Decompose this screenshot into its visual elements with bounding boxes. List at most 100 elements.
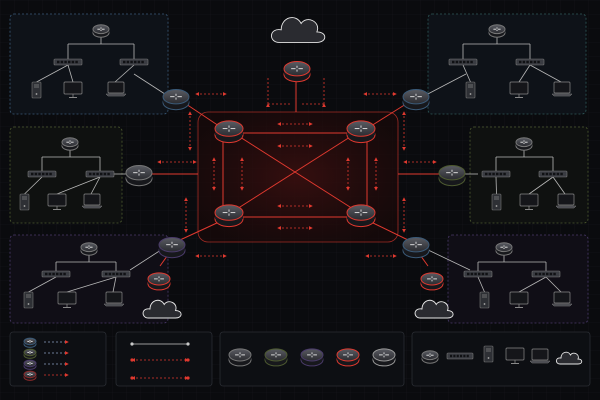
edge-router-top-right[interactable] xyxy=(402,89,430,111)
legend-router-variant-0[interactable] xyxy=(228,348,252,367)
edge-router-mid-left[interactable] xyxy=(125,165,153,187)
nodes-layer xyxy=(19,17,577,319)
core-router-bottom-right[interactable] xyxy=(346,204,376,228)
site-top-right-server-icon-0[interactable] xyxy=(465,81,476,99)
legend-router-variant-3[interactable] xyxy=(336,348,360,367)
site-panel-top-left xyxy=(9,13,169,115)
site-mid-left-router-icon[interactable] xyxy=(61,137,79,151)
site-mid-right-switch-left[interactable] xyxy=(481,170,511,178)
site-top-left-switch-right[interactable] xyxy=(119,58,149,66)
site-tr-edge-link xyxy=(423,73,467,97)
legend-cloud-icon[interactable] xyxy=(555,351,583,365)
site-mid-right-monitor-icon-1[interactable] xyxy=(519,193,539,210)
core-router-top-left[interactable] xyxy=(214,120,244,144)
site-top-right-laptop-icon-2[interactable] xyxy=(551,81,573,97)
core-link-diag-2 xyxy=(228,129,362,215)
site-bottom-right-laptop-icon-2[interactable] xyxy=(551,291,573,307)
site-panel-bottom-right xyxy=(447,234,589,324)
site-mid-right-router-icon[interactable] xyxy=(515,137,533,151)
site-mid-right-server-icon-0[interactable] xyxy=(491,193,502,211)
edge-router-bottom-left[interactable] xyxy=(158,237,186,259)
edge-router-top-left[interactable] xyxy=(162,89,190,111)
site-tl-edge-link xyxy=(133,73,169,97)
site-top-right-monitor-icon-1[interactable] xyxy=(509,81,529,98)
site-top-right-device-link-1 xyxy=(518,64,531,83)
site-mid-left-monitor-icon-1[interactable] xyxy=(47,193,67,210)
site-bottom-right-server-icon-0[interactable] xyxy=(479,291,490,309)
legend-router-variant-1[interactable] xyxy=(264,348,288,367)
site-top-right-device-link-0 xyxy=(462,64,471,83)
site-top-right-router-icon[interactable] xyxy=(488,24,506,38)
cloud-bottom-left-icon[interactable] xyxy=(142,299,182,319)
site-top-right-switch-left[interactable] xyxy=(448,58,478,66)
legend-dot xyxy=(186,376,190,380)
uplink-tl xyxy=(185,103,220,127)
site-top-left-server-icon-0[interactable] xyxy=(31,81,42,99)
site-mid-left-server-icon-0[interactable] xyxy=(19,193,30,211)
site-bottom-right-device-link-0 xyxy=(477,276,485,293)
site-mid-left-device-link-2 xyxy=(90,176,101,195)
cloud-top-icon[interactable] xyxy=(271,17,326,43)
site-mid-left-device-link-0 xyxy=(24,176,43,195)
site-mid-left-device-link-1 xyxy=(56,176,101,195)
site-bottom-right-device-link-2 xyxy=(545,276,562,293)
site-br-edge-link xyxy=(423,247,471,271)
uplink-br xyxy=(370,221,409,241)
legend-router-icon-2[interactable] xyxy=(23,359,37,370)
site-top-left-laptop-icon-2[interactable] xyxy=(105,81,127,97)
site-mid-right-device-link-1 xyxy=(528,176,554,195)
site-mid-right-device-link-0 xyxy=(495,176,497,195)
site-mid-left-laptop-icon-2[interactable] xyxy=(81,193,103,209)
site-bottom-left-monitor-icon-1[interactable] xyxy=(57,291,77,308)
legend-laptop-icon[interactable] xyxy=(529,348,551,364)
legend-dot xyxy=(130,358,134,362)
links-layer xyxy=(24,35,566,293)
legend-server-icon[interactable] xyxy=(483,345,494,363)
gateway-router-bottom-right[interactable] xyxy=(420,272,444,291)
site-bottom-right-monitor-icon-1[interactable] xyxy=(509,291,529,308)
uplink-bl xyxy=(179,221,220,241)
edge-router-mid-right[interactable] xyxy=(438,165,466,187)
site-mid-right-device-link-2 xyxy=(552,176,566,195)
site-top-left-router-icon[interactable] xyxy=(92,24,110,38)
site-bottom-left-device-link-1 xyxy=(66,276,117,293)
legend-router-icon-3[interactable] xyxy=(23,370,37,381)
legend-router-variant-4[interactable] xyxy=(372,348,396,367)
site-bottom-left-device-link-2 xyxy=(112,276,117,293)
site-top-right-switch-right[interactable] xyxy=(515,58,545,66)
legend-dot xyxy=(130,342,134,346)
site-bottom-left-laptop-icon-2[interactable] xyxy=(103,291,125,307)
site-bottom-left-device-link-0 xyxy=(28,276,57,293)
site-bottom-right-switch-right[interactable] xyxy=(531,270,561,278)
legend-panel-4 xyxy=(411,331,591,387)
site-bottom-right-router-icon[interactable] xyxy=(495,242,513,256)
site-bottom-right-switch-left[interactable] xyxy=(463,270,493,278)
gateway-router-top[interactable] xyxy=(283,61,311,83)
legend-switch-icon[interactable] xyxy=(446,352,474,360)
legend-router-icon-0[interactable] xyxy=(23,337,37,348)
legend-router-icon[interactable] xyxy=(421,350,439,364)
site-bottom-left-server-icon-0[interactable] xyxy=(23,291,34,309)
legend-dot xyxy=(130,376,134,380)
site-bottom-right-device-link-1 xyxy=(518,276,547,293)
site-top-left-device-link-0 xyxy=(36,64,69,83)
legend-router-variant-2[interactable] xyxy=(300,348,324,367)
site-mid-right-switch-right[interactable] xyxy=(538,170,568,178)
site-bottom-left-router-icon[interactable] xyxy=(80,242,98,256)
legend-router-icon-1[interactable] xyxy=(23,348,37,359)
site-top-left-switch-left[interactable] xyxy=(53,58,83,66)
site-top-left-monitor-icon-1[interactable] xyxy=(63,81,83,98)
cloud-bottom-right-icon[interactable] xyxy=(414,299,454,319)
site-mid-left-switch-right[interactable] xyxy=(85,170,115,178)
legend-dot xyxy=(186,342,190,346)
gateway-router-bottom-left[interactable] xyxy=(147,272,171,291)
legend-monitor-icon[interactable] xyxy=(505,347,525,364)
edge-router-bottom-right[interactable] xyxy=(402,237,430,259)
site-bottom-left-switch-right[interactable] xyxy=(101,270,131,278)
site-mid-left-switch-left[interactable] xyxy=(27,170,57,178)
core-router-top-right[interactable] xyxy=(346,120,376,144)
core-router-bottom-left[interactable] xyxy=(214,204,244,228)
site-top-left-device-link-2 xyxy=(114,64,135,83)
site-mid-right-laptop-icon-2[interactable] xyxy=(555,193,577,209)
site-bottom-left-switch-left[interactable] xyxy=(41,270,71,278)
